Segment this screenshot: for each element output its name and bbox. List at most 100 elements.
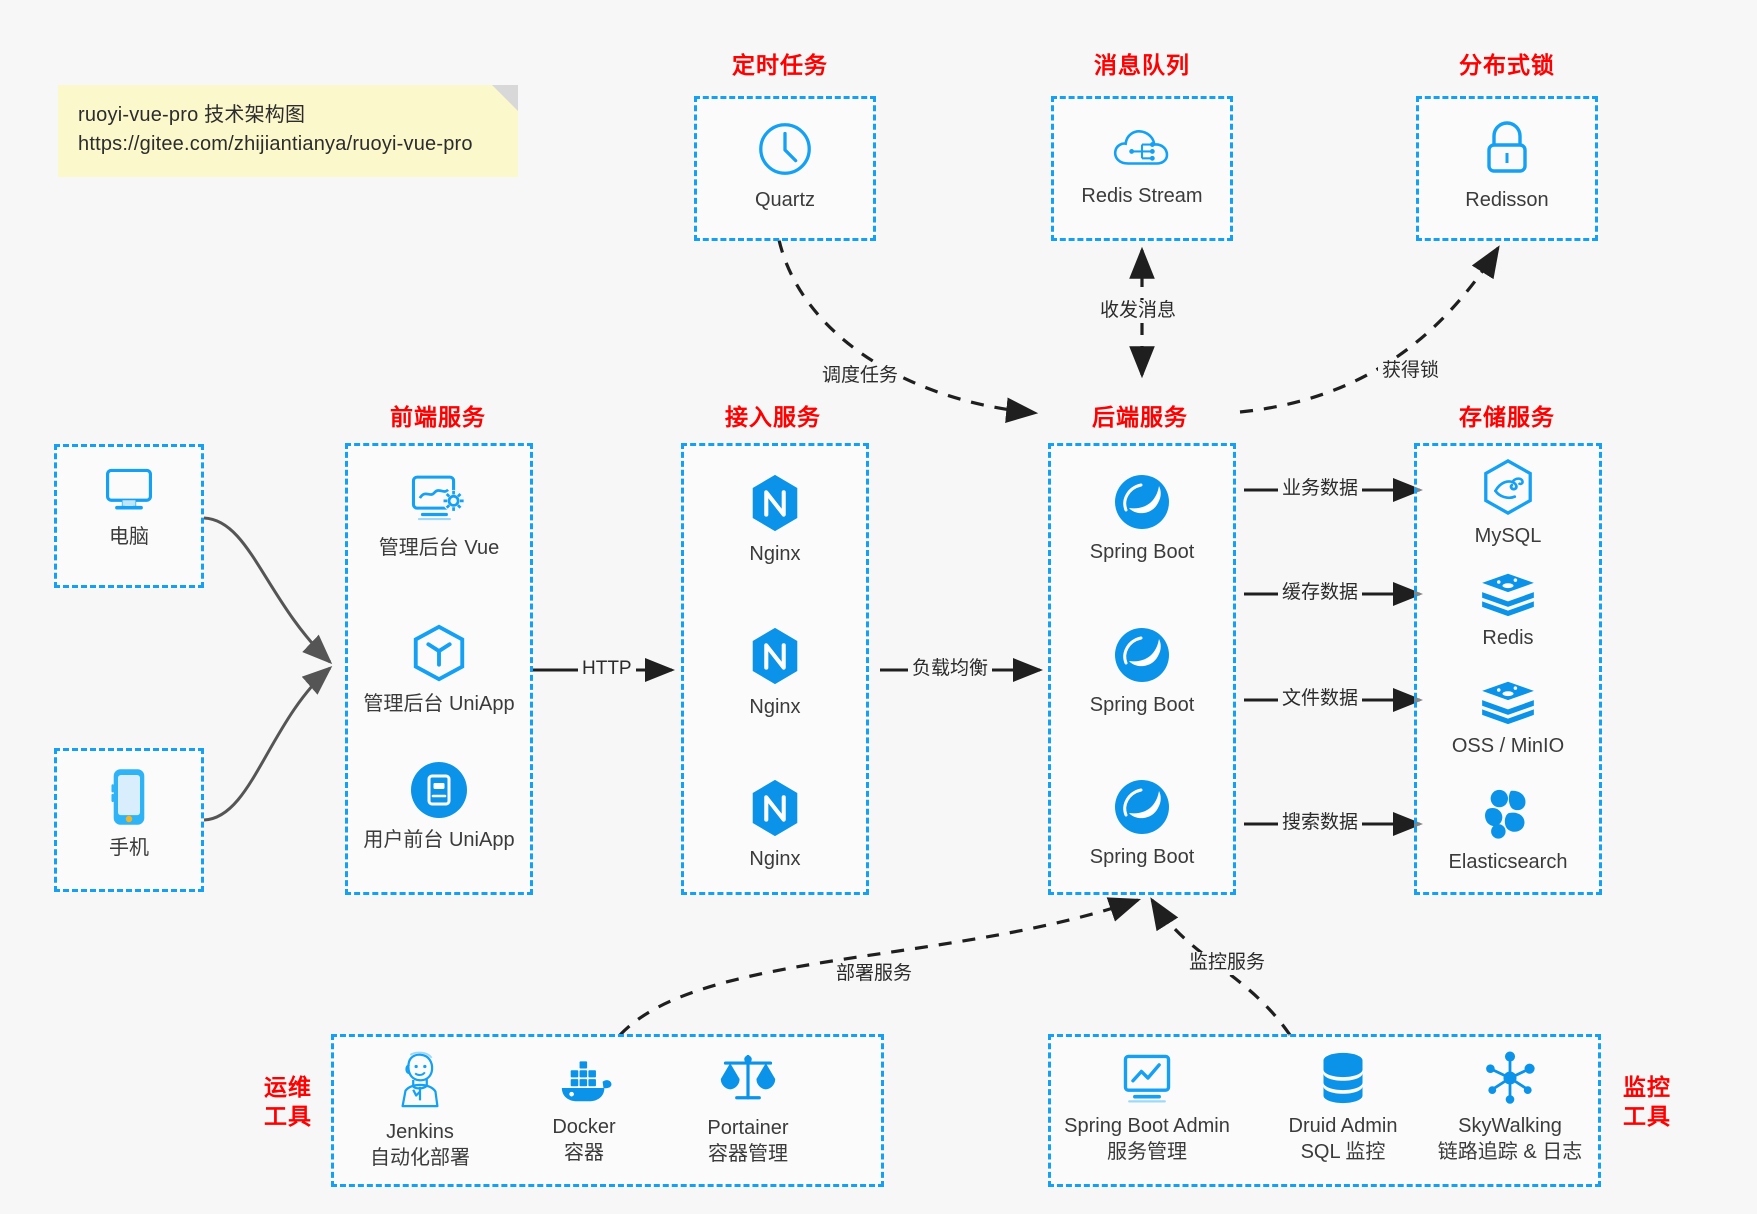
edge-label-schedule-task: 调度任务 bbox=[818, 365, 903, 388]
monitor-icon bbox=[106, 468, 152, 510]
group-title-storage: 存储服务 bbox=[1459, 404, 1555, 430]
group-title-devops: 运维 工具 bbox=[258, 1073, 318, 1131]
node-admin-uniapp[interactable]: 管理后台 UniApp bbox=[351, 622, 527, 717]
node-jenkins[interactable]: Jenkins 自动化部署 bbox=[340, 1050, 500, 1171]
node-label: OSS / MinIO bbox=[1451, 735, 1565, 757]
dashboard-gear-icon bbox=[411, 475, 465, 521]
node-admin-vue[interactable]: 管理后台 Vue bbox=[351, 470, 527, 561]
node-label: Spring Boot bbox=[1089, 694, 1195, 716]
node-label: 电脑 bbox=[109, 526, 149, 548]
node-oss-minio[interactable]: OSS / MinIO bbox=[1420, 678, 1596, 759]
chart-monitor-icon bbox=[1123, 1054, 1171, 1103]
node-label: Spring Boot Admin 服务管理 bbox=[1064, 1113, 1230, 1165]
node-label-main: Spring Boot Admin bbox=[1064, 1115, 1230, 1137]
edge-label-cache-data: 缓存数据 bbox=[1278, 582, 1363, 605]
node-druid-admin[interactable]: Druid Admin SQL 监控 bbox=[1263, 1050, 1423, 1165]
node-label-sub: SQL 监控 bbox=[1300, 1141, 1386, 1163]
database-icon bbox=[1323, 1052, 1363, 1104]
nginx-icon bbox=[752, 627, 798, 685]
node-label-main: Jenkins bbox=[386, 1121, 454, 1143]
jenkins-icon bbox=[401, 1051, 439, 1108]
group-box-devops bbox=[331, 1034, 884, 1187]
node-user-uniapp[interactable]: 用户前台 UniApp bbox=[351, 760, 527, 853]
node-label: Nginx bbox=[749, 848, 801, 870]
node-mysql[interactable]: MySQL bbox=[1420, 458, 1596, 549]
edge-label-search-data: 搜索数据 bbox=[1278, 812, 1363, 835]
node-label: MySQL bbox=[1474, 525, 1542, 547]
app-circle-icon bbox=[411, 762, 467, 818]
edge-label-send-receive-message: 收发消息 bbox=[1096, 300, 1181, 323]
phone-icon bbox=[111, 769, 145, 825]
node-label: 手机 bbox=[109, 837, 149, 859]
node-label-sub: 容器 bbox=[563, 1142, 604, 1164]
node-nginx-1[interactable]: Nginx bbox=[687, 472, 863, 567]
node-label: Docker 容器 bbox=[552, 1114, 615, 1166]
docker-icon bbox=[561, 1061, 612, 1102]
mysql-icon bbox=[1484, 459, 1532, 515]
node-label-sub: 自动化部署 bbox=[370, 1147, 470, 1169]
edge-label-file-data: 文件数据 bbox=[1278, 688, 1363, 711]
node-label: 管理后台 UniApp bbox=[363, 693, 515, 715]
skywalking-icon bbox=[1486, 1051, 1535, 1104]
group-title-backend: 后端服务 bbox=[1092, 404, 1188, 430]
group-title-message-queue: 消息队列 bbox=[1094, 52, 1190, 78]
note-fold-corner bbox=[492, 85, 518, 111]
node-portainer[interactable]: Portainer 容器管理 bbox=[668, 1050, 828, 1167]
node-label: Jenkins 自动化部署 bbox=[370, 1119, 470, 1171]
node-label-main: SkyWalking bbox=[1458, 1115, 1562, 1137]
node-spring-boot-2[interactable]: Spring Boot bbox=[1054, 625, 1230, 718]
group-title-monitoring: 监控 工具 bbox=[1617, 1073, 1677, 1131]
group-title-frontend: 前端服务 bbox=[390, 404, 486, 430]
spring-leaf-icon bbox=[1115, 780, 1169, 834]
node-elasticsearch[interactable]: Elasticsearch bbox=[1420, 786, 1596, 875]
node-docker[interactable]: Docker 容器 bbox=[504, 1053, 664, 1166]
edge-label-deploy-service: 部署服务 bbox=[832, 963, 917, 986]
node-spring-boot-3[interactable]: Spring Boot bbox=[1054, 777, 1230, 870]
node-label: 管理后台 Vue bbox=[378, 537, 500, 559]
node-redisson[interactable]: Redisson bbox=[1426, 118, 1588, 213]
devops-title-line-2: 工具 bbox=[264, 1102, 312, 1129]
node-label: Redisson bbox=[1465, 189, 1549, 211]
lock-icon bbox=[1487, 121, 1527, 173]
node-nginx-3[interactable]: Nginx bbox=[687, 777, 863, 872]
edge-label-business-data: 业务数据 bbox=[1278, 478, 1363, 501]
edge-label-http: HTTP bbox=[578, 658, 636, 681]
elasticsearch-icon bbox=[1485, 789, 1526, 839]
edge-label-acquire-lock: 获得锁 bbox=[1378, 360, 1444, 383]
spring-leaf-icon bbox=[1115, 475, 1169, 529]
node-label: Quartz bbox=[754, 189, 816, 211]
node-label-main: Portainer bbox=[707, 1117, 789, 1139]
node-label: Nginx bbox=[749, 696, 801, 718]
group-box-distributed-lock bbox=[1416, 96, 1598, 241]
node-label: Elasticsearch bbox=[1448, 851, 1568, 873]
node-label: 用户前台 UniApp bbox=[363, 829, 515, 851]
devops-title-line-1: 运维 bbox=[264, 1074, 312, 1100]
cube-icon bbox=[413, 624, 465, 682]
group-box-scheduled-task bbox=[694, 96, 876, 241]
group-box-message-queue bbox=[1051, 96, 1233, 241]
node-phone[interactable]: 手机 bbox=[64, 766, 194, 861]
nginx-icon bbox=[752, 474, 798, 532]
cloud-stream-icon bbox=[1113, 130, 1169, 165]
node-redis-stream[interactable]: Redis Stream bbox=[1061, 120, 1223, 209]
node-label-sub: 服务管理 bbox=[1107, 1141, 1187, 1163]
edge-label-monitor-service: 监控服务 bbox=[1185, 952, 1270, 975]
node-label: Nginx bbox=[749, 543, 801, 565]
node-nginx-2[interactable]: Nginx bbox=[687, 625, 863, 720]
node-redis[interactable]: Redis bbox=[1420, 570, 1596, 651]
edge-pc-to-frontend bbox=[203, 516, 333, 665]
nginx-icon bbox=[752, 779, 798, 837]
group-title-gateway: 接入服务 bbox=[725, 404, 821, 430]
node-spring-boot-1[interactable]: Spring Boot bbox=[1054, 472, 1230, 565]
node-computer[interactable]: 电脑 bbox=[64, 463, 194, 550]
node-quartz[interactable]: Quartz bbox=[704, 118, 866, 213]
group-box-client-pc bbox=[54, 444, 204, 588]
node-spring-boot-admin[interactable]: Spring Boot Admin 服务管理 bbox=[1053, 1050, 1241, 1165]
node-label-main: Druid Admin bbox=[1288, 1115, 1398, 1137]
clock-icon bbox=[759, 123, 811, 175]
node-skywalking[interactable]: SkyWalking 链路追踪 & 日志 bbox=[1425, 1050, 1595, 1165]
node-label: Redis Stream bbox=[1081, 185, 1203, 207]
note-line-url: https://gitee.com/zhijiantianya/ruoyi-vu… bbox=[78, 133, 473, 155]
edge-backend-to-lock bbox=[1239, 245, 1500, 414]
